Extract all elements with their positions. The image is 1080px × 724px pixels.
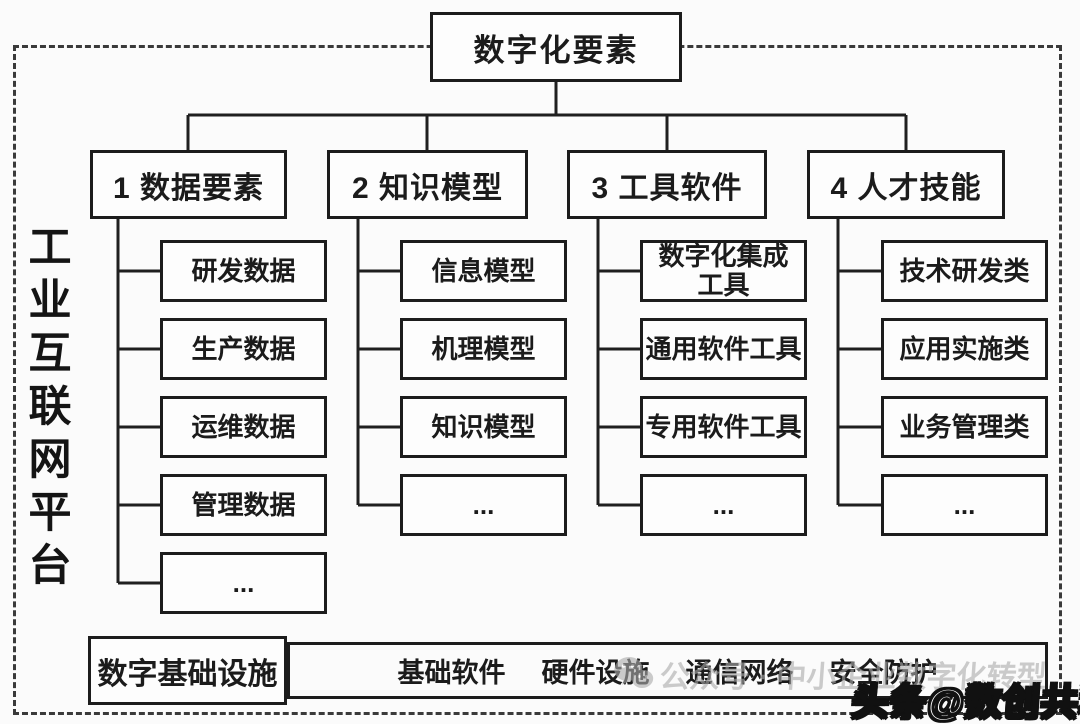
child-node-box: 应用实施类 — [881, 318, 1048, 380]
child-node-label: 业务管理类 — [899, 411, 1030, 442]
child-node-box: 研发数据 — [160, 240, 327, 302]
child-node-label: ... — [232, 567, 255, 598]
child-node-label: 运维数据 — [191, 411, 296, 442]
column-header-label: 4 人才技能 — [830, 171, 982, 205]
child-node-box: 运维数据 — [160, 396, 327, 458]
root-node-box: 数字化要素 — [430, 12, 682, 82]
infra-item: 安全防护 — [829, 658, 938, 688]
child-node-label: 机理模型 — [431, 333, 536, 364]
infra-item: 基础软件 — [397, 658, 506, 688]
child-node-box: 生产数据 — [160, 318, 327, 380]
child-node-box: ... — [640, 474, 807, 536]
infra-item: 通信网络 — [685, 658, 794, 688]
child-node-label: ... — [712, 489, 735, 520]
child-node-label: 通用软件工具 — [645, 333, 802, 364]
child-node-box: 技术研发类 — [881, 240, 1048, 302]
platform-vertical-label: 工业互联网平台 — [22, 224, 70, 595]
column-header-label: 3 工具软件 — [591, 171, 743, 205]
child-node-box: 知识模型 — [400, 396, 567, 458]
child-node-label: 专用软件工具 — [645, 411, 802, 442]
child-node-label: 知识模型 — [431, 411, 536, 442]
column-header-label: 1 数据要素 — [112, 171, 265, 205]
infrastructure-bar: 基础软件 硬件设施 通信网络 安全防护 — [287, 642, 1048, 699]
infra-item: 硬件设施 — [541, 658, 650, 688]
child-node-box: 数字化集成 工具 — [640, 240, 807, 302]
child-node-box: 管理数据 — [160, 474, 327, 536]
child-node-label: ... — [953, 489, 976, 520]
child-node-box: 机理模型 — [400, 318, 567, 380]
column-header-data-elements: 1 数据要素 — [90, 150, 287, 219]
child-node-label: 生产数据 — [191, 333, 296, 364]
child-node-label: 技术研发类 — [899, 255, 1030, 286]
child-node-box: 通用软件工具 — [640, 318, 807, 380]
infrastructure-title-label: 数字基础设施 — [97, 657, 278, 691]
column-header-knowledge-models: 2 知识模型 — [327, 150, 528, 219]
column-header-tool-software: 3 工具软件 — [567, 150, 767, 219]
child-node-box: ... — [160, 552, 327, 614]
column-header-talent-skills: 4 人才技能 — [807, 150, 1005, 219]
infrastructure-title-box: 数字基础设施 — [88, 636, 287, 705]
child-node-label: 应用实施类 — [899, 333, 1030, 364]
child-node-label: 管理数据 — [191, 489, 296, 520]
child-node-label: ... — [472, 489, 495, 520]
child-node-label: 数字化集成 工具 — [658, 241, 789, 300]
child-node-box: 业务管理类 — [881, 396, 1048, 458]
child-node-box: ... — [881, 474, 1048, 536]
child-node-box: 信息模型 — [400, 240, 567, 302]
column-header-label: 2 知识模型 — [351, 171, 504, 205]
root-node-label: 数字化要素 — [473, 32, 639, 68]
child-node-label: 研发数据 — [191, 255, 296, 286]
child-node-label: 信息模型 — [431, 255, 536, 286]
child-node-box: 专用软件工具 — [640, 396, 807, 458]
child-node-box: ... — [400, 474, 567, 536]
